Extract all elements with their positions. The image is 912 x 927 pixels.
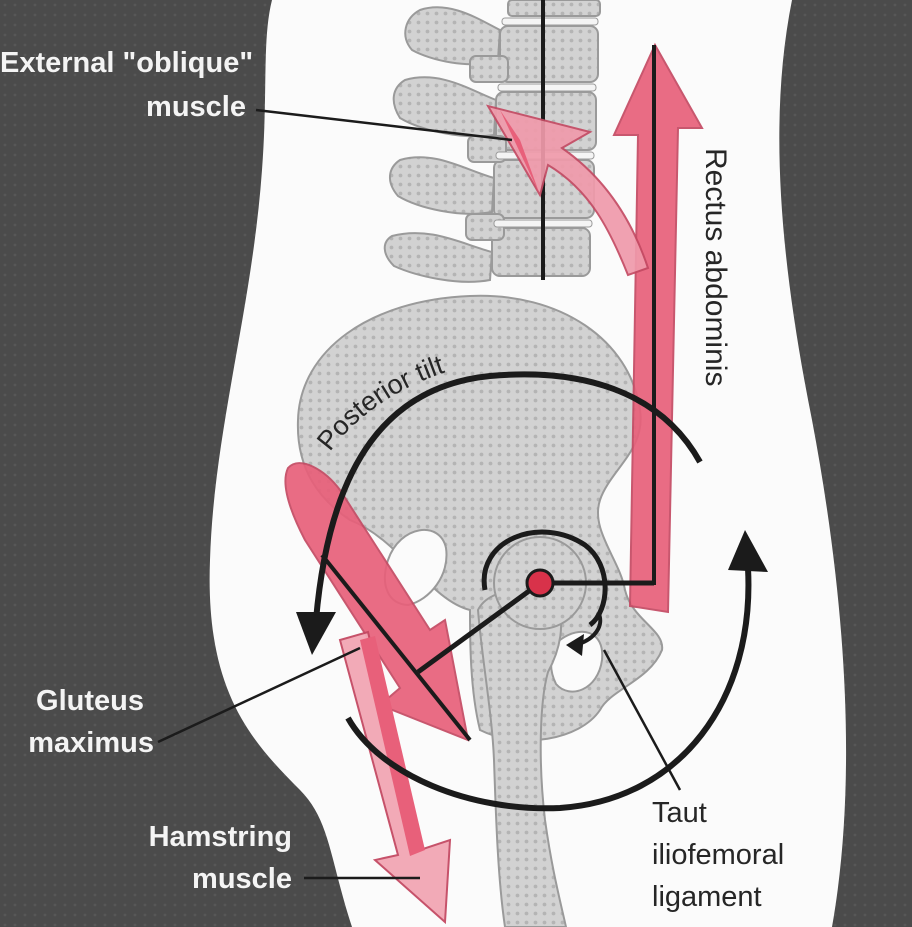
ligament-hook-arrowhead [566, 634, 584, 656]
external-oblique-arrow [485, 104, 650, 277]
posterior-tilt-arc [313, 371, 703, 621]
pelvis [296, 294, 664, 742]
label-hamstring-line2: muscle [192, 863, 292, 895]
label-rectus-abdominis: Rectus abdominis [699, 148, 732, 386]
lower-rotation-arc [345, 567, 752, 812]
external-oblique-arrow-core [500, 110, 540, 195]
label-ligament-line1: Taut [652, 797, 707, 829]
label-hamstring-line1: Hamstring [149, 821, 292, 853]
hamstring-arrow-core [360, 636, 425, 856]
lower-rotation-arrowhead [728, 530, 768, 572]
label-external-oblique-line1: External "oblique" [0, 47, 253, 79]
gluteus-line-of-pull [320, 553, 472, 742]
posterior-tilt-arrowhead [296, 612, 336, 655]
label-ligament-line3: ligament [652, 881, 762, 913]
label-gluteus-line2: maximus [28, 727, 154, 759]
acetabulum-arc [481, 529, 608, 627]
label-external-oblique-line2: muscle [146, 91, 246, 123]
ligament-leader [602, 649, 682, 791]
external-oblique-leader [255, 108, 513, 142]
label-ligament-line2: iliofemoral [652, 839, 784, 871]
hip-axis-center [525, 568, 555, 598]
rectus-abdominis-arrow [612, 42, 704, 614]
label-gluteus-line1: Gluteus [36, 685, 144, 717]
gluteus-moment-arm [416, 580, 542, 675]
gluteus-leader [157, 646, 361, 744]
